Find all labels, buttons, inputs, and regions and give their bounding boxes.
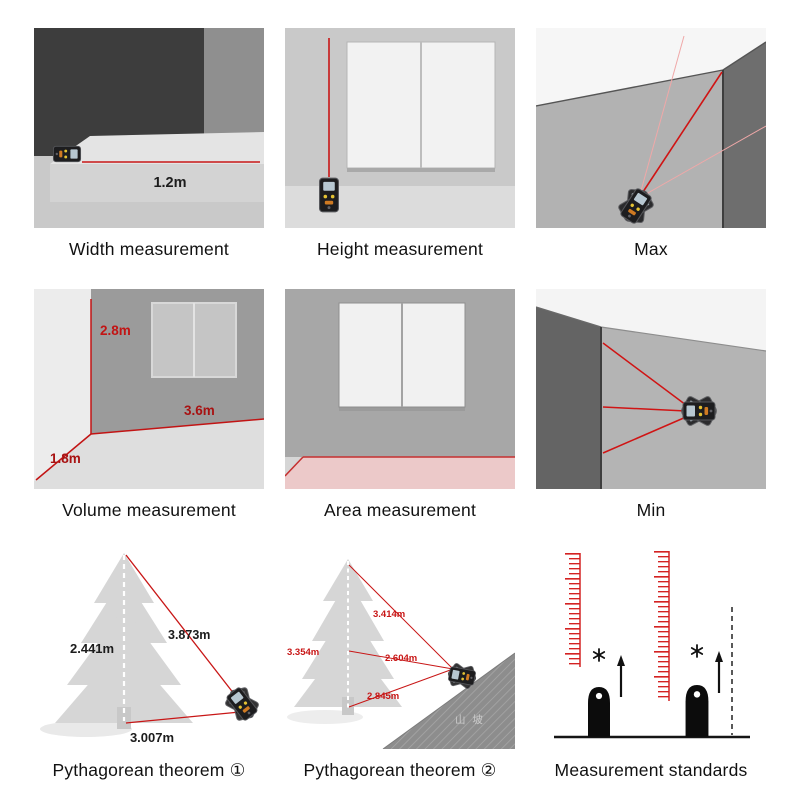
highlighted-floor-area bbox=[285, 456, 515, 489]
caption-standards: Measurement standards bbox=[554, 760, 748, 781]
hillside-text: 山 坡 bbox=[455, 713, 485, 726]
upper-hypotenuse-label: 3.414m bbox=[373, 609, 405, 620]
left-ruler bbox=[565, 553, 581, 668]
lower-hypotenuse-label: 2.845m bbox=[367, 691, 399, 702]
up-arrow-right bbox=[715, 651, 723, 694]
area-illustration bbox=[285, 288, 515, 489]
caption-height: Height measurement bbox=[316, 239, 484, 259]
window bbox=[338, 302, 466, 411]
min-illustration bbox=[536, 288, 766, 489]
caption-pythagorean-2: Pythagorean theorem ② bbox=[303, 760, 497, 781]
volume-height-label: 2.8m bbox=[100, 323, 131, 338]
meter-silhouette-left bbox=[588, 687, 610, 738]
corner-edges bbox=[536, 41, 766, 228]
pythagorean1-illustration: 2.441m 3.873m 3.007m bbox=[40, 553, 260, 745]
pythagorean2-illustration: 3.414m 3.354m 2.604m 2.845m 山 坡 bbox=[287, 559, 515, 750]
middle-value-label: 2.604m bbox=[385, 653, 417, 664]
volume-illustration: 2.8m 3.6m 1.8m bbox=[34, 288, 264, 489]
measure-edges bbox=[35, 298, 264, 481]
reference-point-icon-left bbox=[592, 648, 606, 663]
volume-depth-label: 1.8m bbox=[50, 451, 81, 466]
reference-point-icon-right bbox=[690, 644, 704, 659]
panel-pythagorean-1: 2.441m 3.873m 3.007m Pythagorean theorem… bbox=[34, 549, 264, 790]
caption-area: Area measurement bbox=[323, 499, 477, 520]
width-illustration: 1.2m bbox=[34, 28, 264, 228]
right-wall bbox=[723, 42, 766, 228]
caption-width: Width measurement bbox=[69, 239, 229, 259]
hypotenuse-value-label: 3.873m bbox=[168, 628, 210, 642]
meter-silhouette-right bbox=[685, 685, 709, 738]
ceiling bbox=[536, 28, 766, 106]
vertical-value-label: 2.441m bbox=[70, 641, 114, 656]
slab-front bbox=[50, 164, 264, 202]
left-wall bbox=[536, 306, 601, 489]
tree-shadow bbox=[40, 721, 132, 738]
caption-pythagorean-1: Pythagorean theorem ① bbox=[52, 760, 246, 781]
panel-pythagorean-2: 3.414m 3.354m 2.604m 2.845m 山 坡 Pythagor… bbox=[285, 549, 515, 790]
laser-meter-icon bbox=[52, 145, 82, 163]
ceiling bbox=[536, 288, 766, 351]
volume-width-label: 3.6m bbox=[184, 403, 215, 418]
door-shadow bbox=[347, 168, 495, 172]
laser-beams bbox=[348, 564, 454, 708]
panel-measurement-standards: Measurement standards bbox=[536, 549, 766, 790]
panel-height-measurement: Height measurement bbox=[285, 28, 515, 269]
area-edges bbox=[285, 455, 515, 477]
caption-max: Max bbox=[634, 239, 668, 259]
up-arrow-left bbox=[617, 655, 625, 698]
slope-edge bbox=[382, 652, 515, 750]
slab-top bbox=[50, 132, 264, 164]
panel-max: Max bbox=[536, 28, 766, 269]
panel-volume-measurement: 2.8m 3.6m 1.8m Volume measurement bbox=[34, 288, 264, 530]
corner-edges bbox=[536, 306, 766, 489]
laser-meter-icon bbox=[319, 177, 339, 213]
laser-beams bbox=[125, 554, 241, 724]
base-value-label: 3.007m bbox=[130, 730, 174, 745]
laser-beams bbox=[602, 342, 687, 454]
caption-min: Min bbox=[636, 499, 666, 520]
caption-volume: Volume measurement bbox=[62, 499, 236, 520]
vertical-value-label: 3.354m bbox=[287, 647, 319, 658]
panel-min: Min bbox=[536, 288, 766, 530]
height-illustration bbox=[285, 28, 515, 228]
left-wall bbox=[34, 288, 91, 481]
window bbox=[151, 301, 237, 378]
laser-beams bbox=[638, 35, 766, 199]
right-ruler bbox=[654, 551, 670, 702]
panel-width-measurement: 1.2m Width measurement bbox=[34, 28, 264, 269]
floor bbox=[34, 418, 264, 489]
width-value-label: 1.2m bbox=[153, 175, 186, 191]
laser-meter-fan-icon bbox=[447, 662, 477, 691]
max-illustration bbox=[536, 28, 766, 228]
panel-area-measurement: Area measurement bbox=[285, 288, 515, 530]
laser-meter-fan-icon bbox=[224, 686, 260, 723]
standards-illustration bbox=[554, 551, 750, 739]
